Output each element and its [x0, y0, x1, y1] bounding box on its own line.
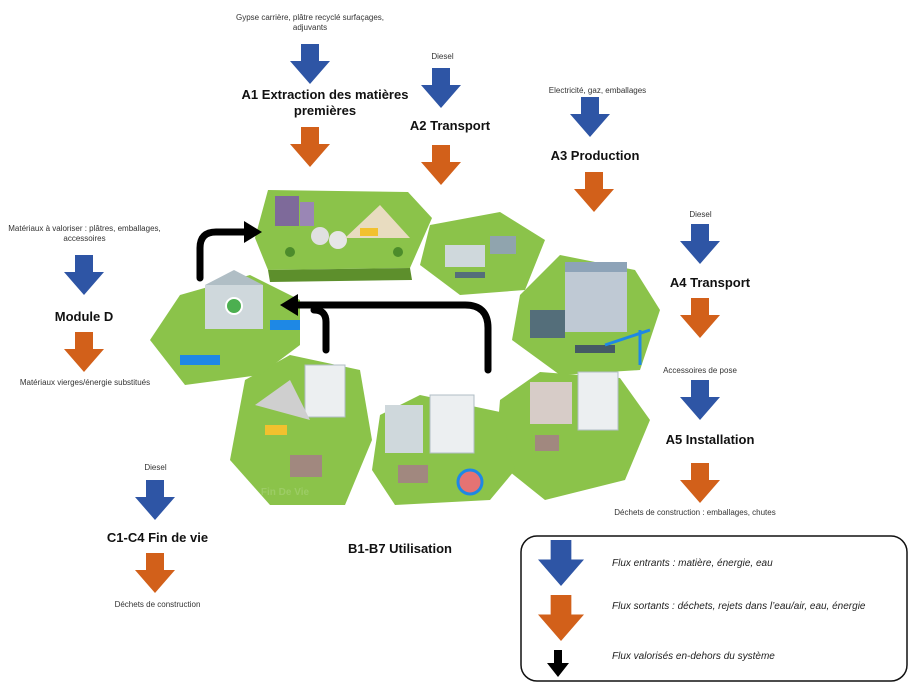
a4-stage-title: A4 Transport — [669, 275, 751, 290]
a1-stage-title: A1 Extraction des matières premières — [241, 87, 409, 118]
a3-stage-title: A3 Production — [550, 148, 640, 163]
a5-stage-title: A5 Installation — [665, 432, 755, 447]
legend-black-arrow — [547, 650, 569, 677]
quarry-scene — [255, 190, 432, 282]
legend-inflow-label: Flux entrants : matière, énergie, eau — [612, 558, 773, 569]
construction-scene — [495, 371, 650, 500]
b-stage-title: B1-B7 Utilisation — [347, 541, 452, 556]
external-flow-arrows — [196, 228, 492, 374]
a5-output-label: Déchets de construction : emballages, ch… — [614, 508, 776, 517]
legend-outflow-label: Flux sortants : déchets, rejets dans l’e… — [612, 601, 866, 612]
c-input-label: Diesel — [144, 463, 167, 472]
factory-scene — [512, 255, 660, 375]
a2-input-label: Diesel — [431, 52, 454, 61]
c-scene-label: Fin De Vie — [260, 487, 310, 498]
recycling-center-scene — [150, 270, 300, 385]
d-input-label: Matériaux à valoriser : plâtres, emballa… — [8, 224, 161, 243]
a1-input-label: Gypse carrière, plâtre recyclé surfaçage… — [235, 13, 385, 32]
a3-input-label: Electricité, gaz, emballages — [548, 86, 647, 95]
d-stage-title: Module D — [54, 309, 114, 324]
legend-external-label: Flux valorisés en-dehors du système — [612, 651, 775, 662]
a5-input-label: Accessoires de pose — [663, 366, 737, 375]
factory-transport-scene — [420, 212, 545, 295]
legend-box — [520, 535, 908, 682]
c-output-label: Déchets de construction — [114, 600, 201, 609]
d-output-label: Matériaux vierges/énergie substitués — [19, 378, 151, 387]
buildings-use-scene — [372, 394, 515, 505]
demolition-scene — [230, 355, 372, 505]
a2-stage-title: A2 Transport — [409, 118, 491, 133]
c-stage-title: C1-C4 Fin de vie — [106, 530, 209, 545]
a4-input-label: Diesel — [689, 210, 712, 219]
